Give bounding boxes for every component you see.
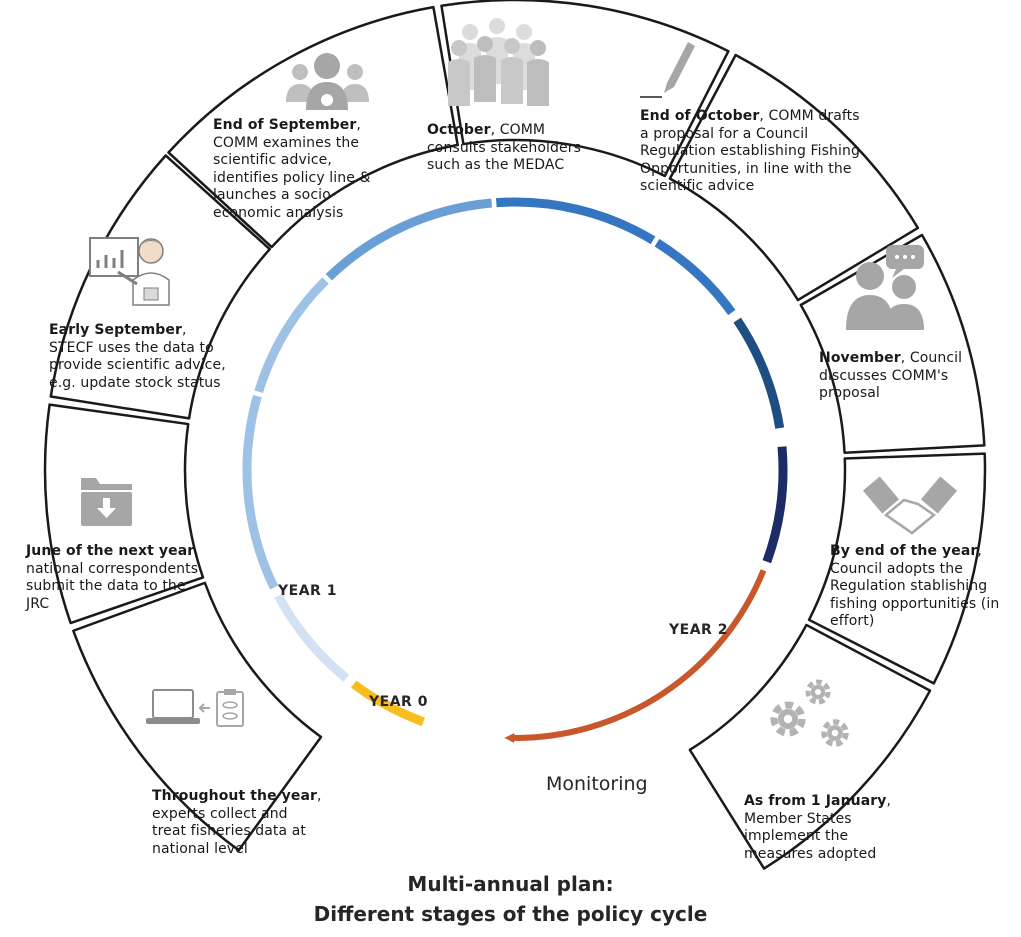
stage-description: , COMM drafts a proposal for a Council R… bbox=[640, 108, 860, 194]
stage-date: June of the next year bbox=[26, 543, 195, 559]
ring-arc-year-1-light bbox=[274, 593, 350, 682]
monitoring-arrow bbox=[504, 569, 767, 744]
stage-description: , Council discusses COMM's proposal bbox=[819, 350, 963, 401]
stage-date: Throughout the year bbox=[152, 788, 318, 804]
stage-segment-end-of-september bbox=[167, 5, 459, 249]
stage-description: , Member States implement the measures a… bbox=[744, 793, 892, 862]
monitoring-label: Monitoring bbox=[546, 773, 648, 795]
ring-arc-november bbox=[733, 317, 785, 429]
gears-icon bbox=[770, 679, 849, 747]
year-2-label: YEAR 2 bbox=[669, 622, 728, 638]
stage-label-october: October, COMM consults stakeholders such… bbox=[427, 122, 599, 175]
stage-segment-end-of-october bbox=[668, 53, 920, 302]
stage-label-june-next-year: June of the next year, national correspo… bbox=[26, 543, 204, 613]
handshake-icon bbox=[862, 476, 958, 535]
team-meeting-icon bbox=[286, 53, 369, 110]
crowd-icon bbox=[448, 18, 549, 106]
stage-description: , COMM consults stakeholders such as the… bbox=[427, 122, 581, 173]
stage-description: , Council adopts the Regulation stablish… bbox=[830, 543, 1000, 629]
stage-date: As from 1 January bbox=[744, 793, 887, 809]
stage-description: , experts collect and treat fisheries da… bbox=[152, 788, 322, 857]
stage-label-november: November, Council discusses COMM's propo… bbox=[819, 350, 969, 403]
year-0-label: YEAR 0 bbox=[369, 694, 428, 710]
laptop-clipboard-icon bbox=[146, 689, 244, 727]
stage-label-throughout-the-year: Throughout the year, experts collect and… bbox=[152, 788, 322, 858]
stage-label-by-end-of-year: By end of the year, Council adopts the R… bbox=[830, 543, 1015, 631]
stage-label-end-of-october: End of October, COMM drafts a proposal f… bbox=[640, 108, 864, 196]
ring-arc-october bbox=[495, 197, 656, 245]
stage-date: Early September bbox=[49, 322, 183, 338]
year-1-label: YEAR 1 bbox=[278, 583, 337, 599]
stage-segment-by-end-of-year bbox=[807, 452, 987, 685]
stage-date: By end of the year bbox=[830, 543, 978, 559]
stage-label-as-from-1-january: As from 1 January, Member States impleme… bbox=[744, 793, 916, 863]
ring-arc-early-september bbox=[325, 198, 493, 281]
stage-description: , COMM examines the scientific advice, i… bbox=[213, 117, 371, 221]
stage-label-end-of-september: End of September, COMM examines the scie… bbox=[213, 117, 378, 222]
ring-arc-year-1-upper bbox=[254, 277, 329, 393]
stage-segment-as-from-1-january bbox=[688, 623, 932, 870]
stage-date: November bbox=[819, 350, 901, 366]
stage-description: , national correspondents submit the dat… bbox=[26, 543, 199, 612]
presenter-chart-icon bbox=[89, 237, 170, 306]
pen-icon bbox=[640, 42, 695, 98]
ring-arc-year-1-mid bbox=[242, 394, 279, 590]
stage-segment-throughout-the-year bbox=[72, 581, 323, 852]
stage-description: , STECF uses the data to provide scienti… bbox=[49, 322, 226, 391]
ring-arc-end-of-october bbox=[654, 238, 736, 316]
stage-date: End of October bbox=[640, 108, 760, 124]
ring-arc-year-0 bbox=[351, 680, 425, 727]
stage-label-early-september: Early September, STECF uses the data to … bbox=[49, 322, 229, 392]
folder-download-icon bbox=[81, 478, 132, 526]
stage-date: End of September bbox=[213, 117, 357, 133]
diagram-title-line-2: Different stages of the policy cycle bbox=[313, 902, 708, 926]
diagram-title-line-1: Multi-annual plan: bbox=[407, 872, 614, 896]
ring-arc-by-end-of-year bbox=[762, 446, 788, 564]
discussion-icon bbox=[846, 245, 924, 330]
stage-segment-november bbox=[799, 233, 986, 454]
stage-date: October bbox=[427, 122, 491, 138]
